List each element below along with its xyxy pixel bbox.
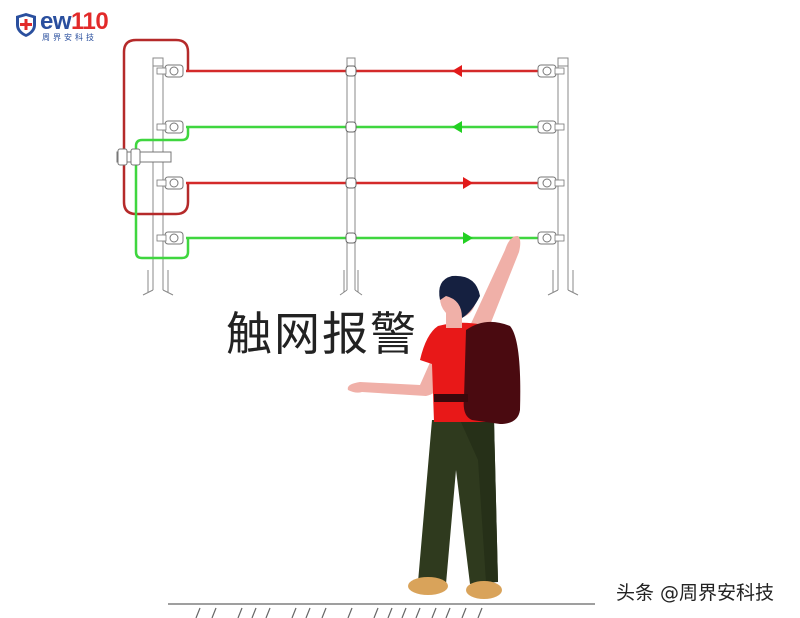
fence-post-left (142, 57, 174, 296)
diagram-caption: 触网报警 (226, 307, 418, 361)
red-return-loop (122, 38, 190, 216)
person-illustration (347, 235, 521, 599)
ground-line (168, 603, 595, 618)
fence-post-middle (339, 57, 363, 296)
insulators-right (537, 64, 565, 245)
shield-icon (16, 13, 36, 37)
green-return-loop (134, 127, 190, 260)
wire-3-red (186, 177, 540, 189)
wire-connector (116, 148, 172, 166)
brand-subtitle: 周界安科技 (42, 33, 97, 42)
brand-logo: ew110 周界安科技 (14, 8, 114, 42)
wire-1-red (186, 65, 540, 77)
watermark: 头条 @周界安科技 (616, 582, 775, 604)
wire-2-green (186, 121, 540, 133)
fence-post-right (547, 57, 579, 296)
brand-name: ew110 (40, 8, 109, 35)
wire-4-green (186, 232, 540, 244)
